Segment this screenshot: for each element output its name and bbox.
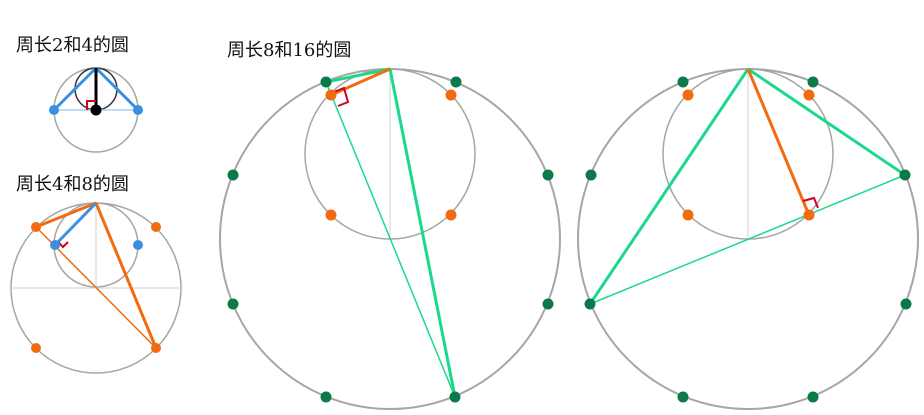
title-circles-2-and-4: 周长2和4的圆 (16, 35, 129, 56)
dark-green-point (227, 298, 239, 310)
orange-point (445, 89, 457, 101)
orange-point (151, 343, 161, 353)
diagram-circles-4-8 (10, 201, 182, 374)
orange-point (803, 209, 815, 221)
dark-green-point (542, 169, 554, 181)
right-angle-marker (802, 196, 819, 209)
center-point (90, 104, 102, 116)
dark-green-point (450, 76, 462, 88)
blue-point (133, 240, 143, 250)
dark-green-point (320, 391, 332, 403)
orange-point (325, 89, 337, 101)
dark-green-point (320, 76, 332, 88)
orange-segment (94, 202, 158, 349)
blue-point (50, 240, 60, 250)
blue-segment (53, 201, 98, 247)
right-angle-marker (333, 86, 350, 107)
orange-point (31, 343, 41, 353)
orange-segment (746, 68, 811, 216)
green-thin-line (325, 81, 456, 398)
blue-segment-left (52, 66, 98, 112)
dark-green-point (900, 298, 912, 310)
blue-segment-right (94, 66, 140, 112)
diagram-circles-8-16-a (219, 67, 561, 410)
green-segment (588, 68, 750, 305)
green-segment (747, 67, 906, 177)
dark-green-point (677, 391, 689, 403)
diagram-circles-8-16-b (577, 67, 919, 410)
dark-green-point (584, 298, 596, 310)
dark-green-point (227, 169, 239, 181)
diagram-circles-2-4 (49, 66, 143, 153)
orange-point (803, 89, 815, 101)
title-circles-8-and-16: 周长8和16的圆 (227, 40, 352, 61)
orange-point (151, 222, 161, 232)
dark-green-point (585, 169, 597, 181)
orange-segment (35, 201, 97, 229)
title-circles-4-and-8: 周长4和8的圆 (16, 174, 129, 195)
dark-green-point (899, 169, 911, 181)
green-segment (325, 67, 391, 84)
dark-green-point (542, 298, 554, 310)
dark-green-point (677, 76, 689, 88)
orange-point (325, 209, 337, 221)
dark-green-point (807, 391, 819, 403)
green-thin-line (589, 174, 906, 305)
blue-point (133, 105, 143, 115)
dark-green-point (807, 76, 819, 88)
orange-point (31, 222, 41, 232)
right-angle-marker (86, 100, 96, 110)
orange-segment (330, 67, 391, 97)
orange-point (445, 209, 457, 221)
dark-green-point (449, 391, 461, 403)
orange-point (682, 89, 694, 101)
green-segment (388, 68, 457, 398)
blue-point (49, 105, 59, 115)
orange-point (682, 209, 694, 221)
